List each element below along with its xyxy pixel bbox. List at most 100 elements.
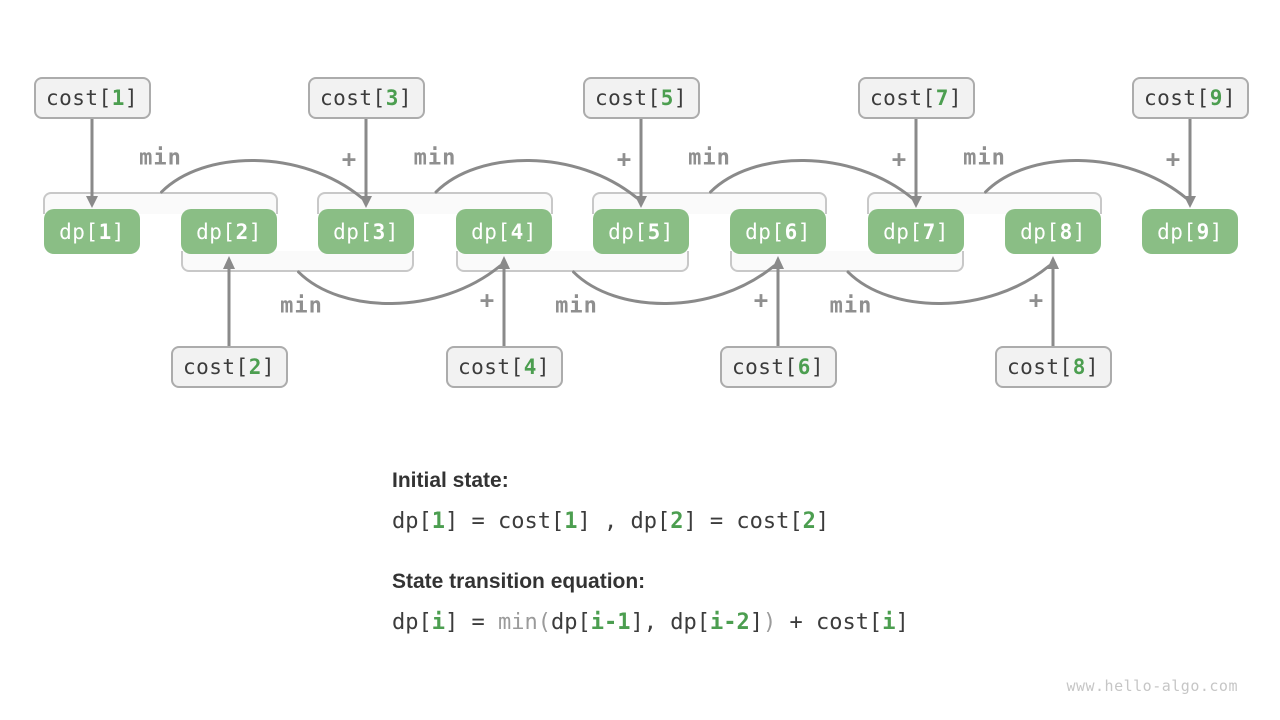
dp-box-6: dp[6] — [730, 209, 826, 254]
box-label-post: ] — [935, 219, 949, 244]
cost-box-2: cost[2] — [170, 346, 288, 388]
box-label-post: ] — [261, 355, 276, 379]
state-transition-title: State transition equation: — [392, 570, 646, 593]
min-label-bottom: min — [829, 293, 873, 319]
code-token: ] = cost[ — [445, 509, 565, 534]
code-token: ] — [815, 509, 830, 534]
code-token: i-1 — [590, 610, 631, 635]
min-label-top: min — [688, 145, 731, 171]
box-label-pre: dp[ — [608, 219, 648, 244]
box-label-pre: cost[ — [182, 355, 249, 379]
box-label-pre: cost[ — [1143, 86, 1210, 110]
box-label-num: 5 — [647, 219, 661, 244]
dp-box-5: dp[5] — [593, 209, 689, 254]
plus-label-top: + — [341, 145, 357, 173]
plus-label-bottom: + — [1028, 286, 1044, 314]
box-label-num: 2 — [235, 219, 249, 244]
box-label-pre: cost[ — [731, 355, 798, 379]
box-label-num: 8 — [1059, 219, 1073, 244]
box-label-num: 1 — [111, 86, 125, 110]
box-label-pre: dp[ — [471, 219, 511, 244]
box-label-pre: dp[ — [333, 219, 373, 244]
code-token: ( — [537, 610, 551, 635]
code-token: dp[ — [392, 509, 432, 534]
code-token: 2 — [670, 509, 684, 534]
min-label-top: min — [139, 145, 182, 171]
box-label-num: 2 — [248, 355, 262, 379]
code-token: i-2 — [709, 610, 750, 635]
box-label-post: ] — [1072, 219, 1086, 244]
code-token: ] = cost[ — [683, 509, 803, 534]
code-token: ] , dp[ — [577, 509, 671, 534]
box-label-post: ] — [1085, 355, 1100, 379]
dp-box-8: dp[8] — [1005, 209, 1101, 254]
box-label-num: 8 — [1072, 355, 1086, 379]
code-token: ] = — [445, 610, 498, 635]
code-token: dp[ — [392, 610, 432, 635]
box-label-pre: dp[ — [1157, 219, 1197, 244]
box-label-post: ] — [810, 355, 825, 379]
initial-state-title: Initial state: — [392, 469, 509, 492]
plus-label-top: + — [616, 145, 632, 173]
cost-box-4: cost[4] — [445, 346, 563, 388]
box-label-post: ] — [797, 219, 811, 244]
box-label-post: ] — [111, 219, 125, 244]
code-token: i — [882, 610, 896, 635]
box-label-post: ] — [1209, 219, 1223, 244]
code-token: ) — [762, 610, 777, 635]
plus-label-top: + — [1165, 145, 1181, 173]
notes-block: Initial state: dp[1] = cost[1] , dp[2] =… — [392, 469, 909, 671]
plus-label-bottom: + — [753, 286, 769, 314]
cost-box-7: cost[7] — [857, 77, 975, 119]
box-label-post: ] — [660, 219, 674, 244]
box-label-num: 4 — [510, 219, 524, 244]
box-label-pre: dp[ — [1020, 219, 1060, 244]
box-label-num: 6 — [784, 219, 798, 244]
cost-box-8: cost[8] — [994, 346, 1112, 388]
box-label-num: 1 — [98, 219, 112, 244]
box-label-post: ] — [1222, 86, 1237, 110]
code-token: 1 — [564, 509, 578, 534]
code-token: 1 — [431, 509, 445, 534]
plus-label-bottom: + — [479, 286, 495, 314]
box-label-num: 3 — [385, 86, 399, 110]
code-token: ] — [749, 610, 763, 635]
min-label-bottom: min — [280, 293, 323, 319]
box-label-pre: dp[ — [883, 219, 923, 244]
box-label-post: ] — [124, 86, 139, 110]
box-label-post: ] — [248, 219, 262, 244]
dp-box-9: dp[9] — [1142, 209, 1238, 254]
box-label-pre: cost[ — [1006, 355, 1073, 379]
min-label-top: min — [963, 145, 1006, 171]
box-label-num: 4 — [523, 355, 537, 379]
box-label-post: ] — [523, 219, 537, 244]
dp-box-1: dp[1] — [44, 209, 140, 254]
dp-box-3: dp[3] — [318, 209, 414, 254]
min-label-top: min — [413, 145, 457, 171]
initial-state-equation: dp[1] = cost[1] , dp[2] = cost[2] — [392, 509, 909, 538]
state-transition-equation: dp[i] = min(dp[i-1], dp[i-2]) + cost[i] — [392, 610, 909, 639]
code-token: min — [497, 610, 538, 635]
box-label-post: ] — [385, 219, 399, 244]
watermark: www.hello-algo.com — [1066, 677, 1238, 695]
box-label-num: 9 — [1196, 219, 1210, 244]
box-label-num: 6 — [797, 355, 811, 379]
dp-box-7: dp[7] — [868, 209, 964, 254]
box-label-pre: cost[ — [319, 86, 386, 110]
box-label-pre: cost[ — [869, 86, 936, 110]
box-label-num: 3 — [372, 219, 386, 244]
box-label-pre: cost[ — [45, 86, 112, 110]
plus-label-top: + — [891, 145, 907, 173]
code-token: i — [431, 610, 445, 635]
box-label-pre: cost[ — [594, 86, 661, 110]
box-label-post: ] — [948, 86, 963, 110]
dp-box-2: dp[2] — [181, 209, 277, 254]
box-label-post: ] — [536, 355, 551, 379]
code-token: ], dp[ — [630, 610, 710, 635]
box-label-pre: dp[ — [196, 219, 236, 244]
box-label-num: 9 — [1209, 86, 1223, 110]
box-label-post: ] — [398, 86, 413, 110]
code-token: dp[ — [550, 610, 591, 635]
dp-box-4: dp[4] — [456, 209, 552, 254]
